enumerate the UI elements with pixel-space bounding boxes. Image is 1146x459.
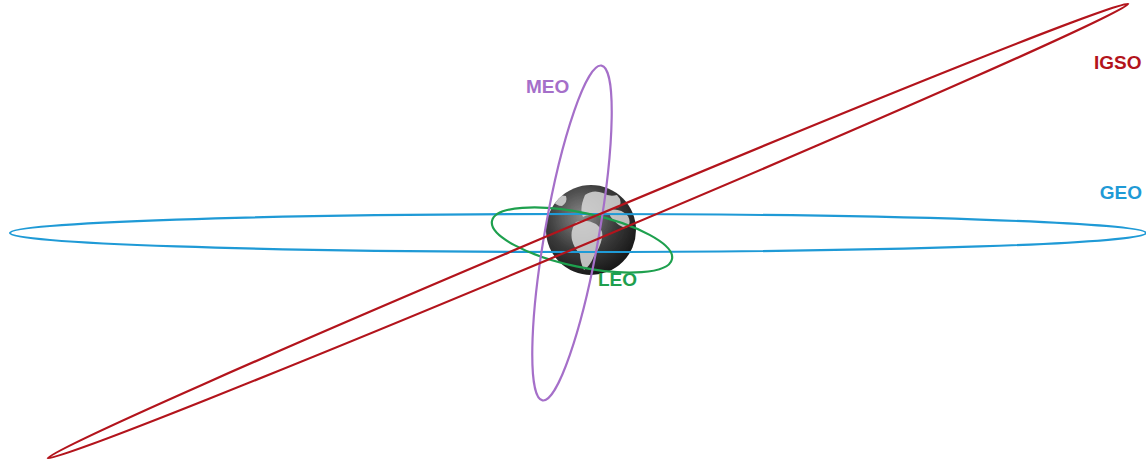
meo-label: MEO [526,77,569,96]
igso-orbit [44,0,1133,459]
leo-orbit [486,194,677,285]
geo-label: GEO [1100,183,1142,202]
leo-label: LEO [598,270,637,289]
igso-label: IGSO [1094,53,1142,72]
